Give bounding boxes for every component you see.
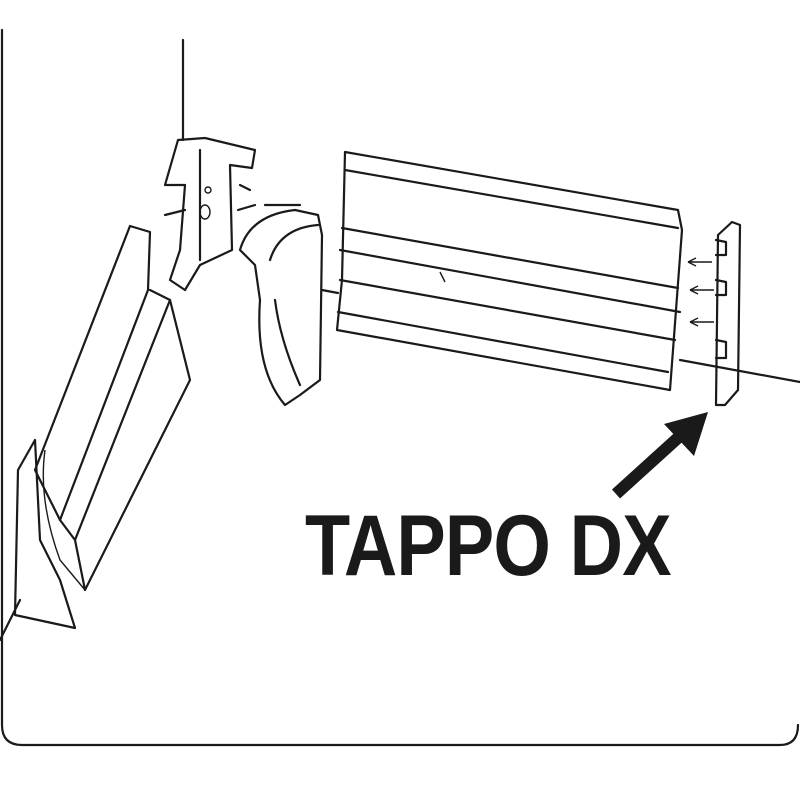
- straight-skirting-profile: [335, 150, 684, 392]
- floor-line-left: [0, 598, 22, 642]
- left-skirting-profile: [13, 224, 192, 630]
- callout-label: TAPPO DX: [305, 498, 672, 594]
- pointer-arrow: [611, 412, 708, 499]
- external-corner-piece: [238, 203, 324, 407]
- corner-joint: [163, 136, 257, 292]
- floor-line-right: [320, 288, 800, 384]
- end-cap-right[interactable]: [714, 220, 742, 407]
- insertion-arrows: [687, 257, 714, 327]
- frame-border: [0, 28, 800, 747]
